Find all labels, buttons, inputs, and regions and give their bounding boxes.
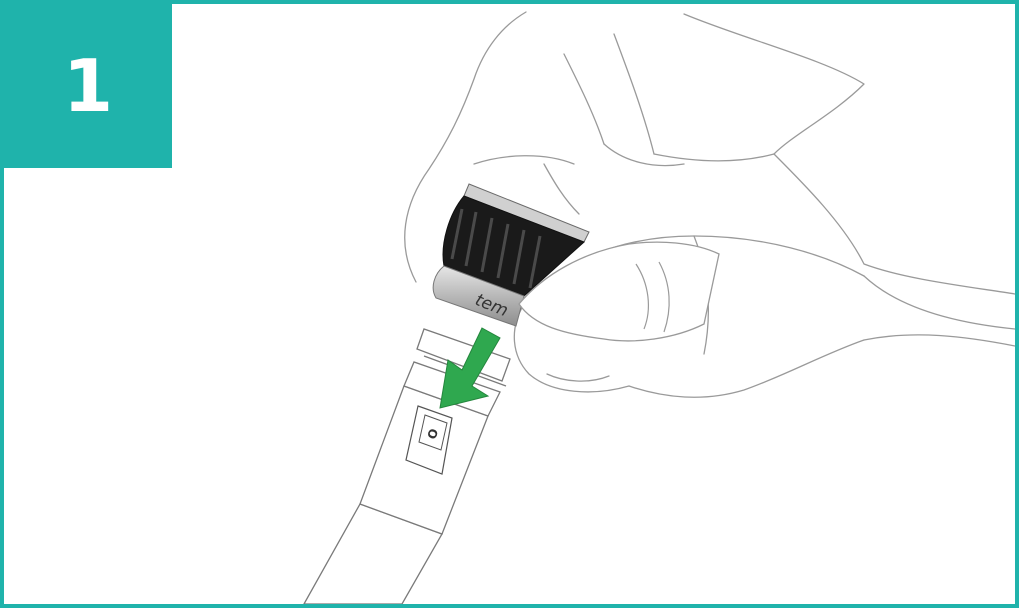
illustration: O [4,4,1015,604]
